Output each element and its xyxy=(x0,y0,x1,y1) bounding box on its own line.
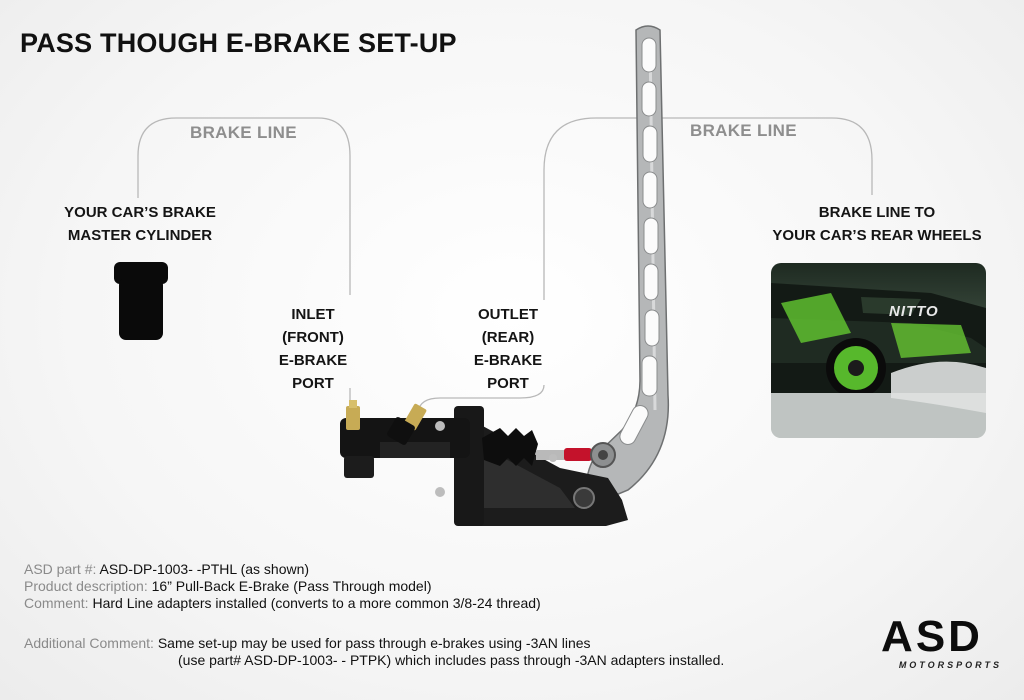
ebrake-base xyxy=(340,400,628,526)
master-cylinder-icon xyxy=(114,262,168,340)
outlet-port-label: OUTLET (REAR) E-BRAKE PORT xyxy=(462,303,554,395)
inlet-label-line-4: PORT xyxy=(292,375,334,392)
product-description-value: 16” Pull-Back E-Brake (Pass Through mode… xyxy=(147,578,432,594)
comment-value: Hard Line adapters installed (converts t… xyxy=(88,595,541,611)
rear-wheels-label: BRAKE LINE TO YOUR CAR’S REAR WHEELS xyxy=(752,201,1002,247)
brake-line-left-label: BRAKE LINE xyxy=(190,123,297,142)
master-cylinder-label-line-2: MASTER CYLINDER xyxy=(67,227,213,244)
outlet-label-line-1: OUTLET xyxy=(478,306,538,323)
additional-comment-line: Additional Comment: Same set-up may be u… xyxy=(24,635,591,652)
product-description-line: Product description: 16” Pull-Back E-Bra… xyxy=(24,578,431,595)
logo-sub-text: MOTORSPORTS xyxy=(898,660,1002,670)
asd-logo: ASD MOTORSPORTS xyxy=(862,612,1002,671)
brake-line-right xyxy=(543,117,873,300)
inlet-label-line-2: (FRONT) xyxy=(282,329,344,346)
master-cylinder-label-line-1: YOUR CAR’S BRAKE xyxy=(64,204,216,221)
part-number-key: ASD part #: xyxy=(24,561,97,577)
car-photo: NITTO xyxy=(771,263,986,438)
logo-main-text: ASD xyxy=(881,612,983,661)
comment-key: Comment: xyxy=(24,595,89,611)
outlet-label-line-2: (REAR) xyxy=(481,329,535,346)
page-title: PASS THOUGH E-BRAKE SET-UP xyxy=(20,28,457,58)
car-illustration xyxy=(771,283,986,438)
inlet-label-line-3: E-BRAKE xyxy=(278,352,348,369)
brake-line-outlet xyxy=(417,384,545,413)
master-cylinder-label: YOUR CAR’S BRAKE MASTER CYLINDER xyxy=(40,201,240,247)
additional-comment-key: Additional Comment: xyxy=(24,635,154,651)
additional-comment-value: Same set-up may be used for pass through… xyxy=(153,635,591,651)
outlet-label-line-3: E-BRAKE xyxy=(473,352,543,369)
part-number-line: ASD part #: ASD-DP-1003- -PTHL (as shown… xyxy=(24,561,309,578)
outlet-label-line-4: PORT xyxy=(487,375,529,392)
brake-line-right-label: BRAKE LINE xyxy=(690,121,797,140)
part-number-value: ASD-DP-1003- -PTHL (as shown) xyxy=(96,561,310,577)
inlet-label-line-1: INLET xyxy=(291,306,335,323)
inlet-port-label: INLET (FRONT) E-BRAKE PORT xyxy=(268,303,358,395)
rear-wheels-label-line-1: BRAKE LINE TO xyxy=(818,204,936,221)
car-photo-brand-text: NITTO xyxy=(889,303,939,320)
additional-comment-line-2: (use part# ASD-DP-1003- - PTPK) which in… xyxy=(178,652,725,668)
product-description-key: Product description: xyxy=(24,578,148,594)
comment-line: Comment: Hard Line adapters installed (c… xyxy=(24,595,541,612)
brake-line-left xyxy=(137,117,351,295)
rear-wheels-label-line-2: YOUR CAR’S REAR WHEELS xyxy=(772,227,982,244)
ebrake-handle xyxy=(586,25,670,506)
